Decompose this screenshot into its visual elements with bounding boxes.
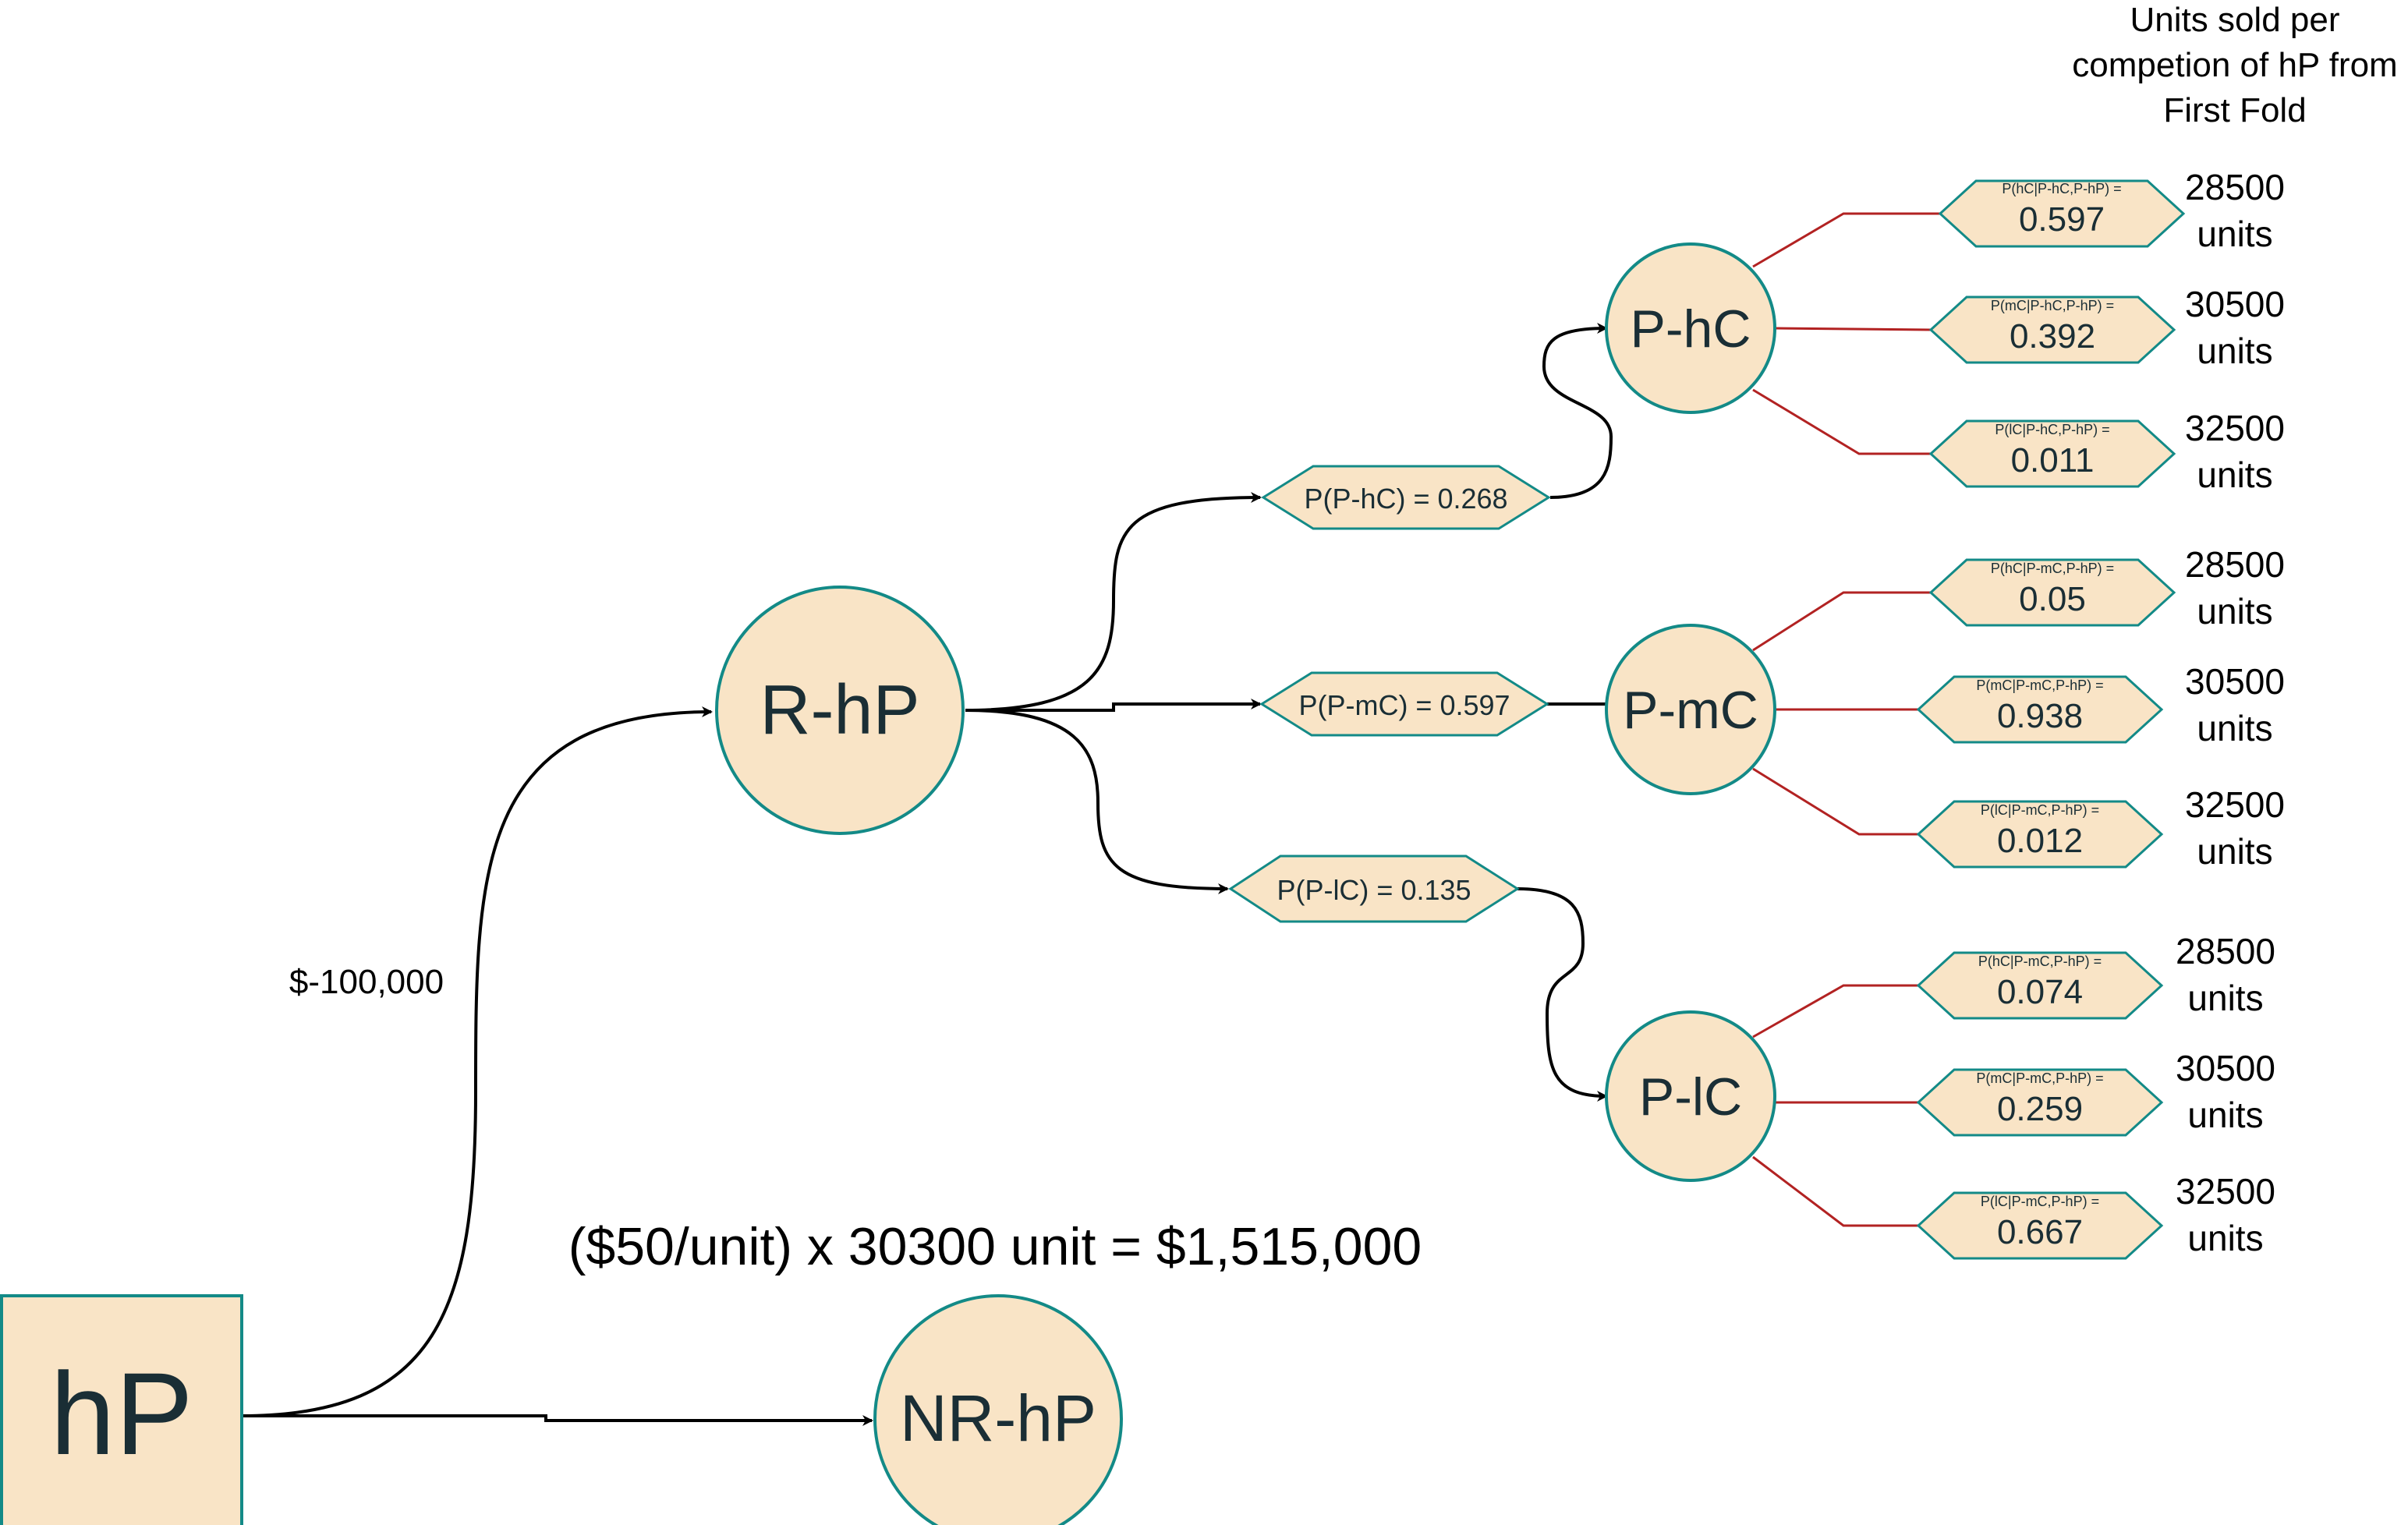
- outcome-value-PmC-3: 0.012: [1997, 822, 2083, 860]
- outcome-value-PhC-2: 0.392: [2010, 317, 2095, 356]
- edge-PhC-outcome-3: [1752, 388, 1931, 455]
- outcome-value-PmC-1: 0.05: [2019, 580, 2086, 618]
- edge-PlC-outcome-1: [1752, 984, 1918, 1038]
- node-NRhP-circle: [873, 1294, 1123, 1525]
- outcome-value-PhC-1: 0.597: [2019, 200, 2105, 239]
- header-note-line-1: Units sold per: [2130, 1, 2339, 39]
- outcome-value-PlC-3: 0.667: [1997, 1213, 2083, 1251]
- outcome-value-PhC-3: 0.011: [2011, 441, 2095, 479]
- outcome-hexagon-PlC-1: [1916, 951, 2164, 1020]
- node-PhC-circle: [1605, 242, 1776, 414]
- node-hP-label: hP: [50, 1348, 193, 1479]
- edge-PlC-prob-to-PlC: [1517, 887, 1608, 1102]
- outcome-hexagon-PhC-1: [1938, 179, 2186, 248]
- node-hP-box: [0, 1294, 243, 1525]
- outcome-hexagon-PhC-3: [1928, 419, 2176, 488]
- formula-text: ($50/unit) x 30300 unit = $1,515,000: [568, 1217, 1422, 1276]
- units-count-PmC-3: 32500: [2185, 784, 2285, 825]
- units-word-PhC-1: units: [2197, 214, 2272, 254]
- node-PlC-label: P-lC: [1639, 1067, 1742, 1127]
- prob-hexagon-PlC: [1228, 854, 1520, 923]
- node-RhP-label: R-hP: [760, 671, 919, 749]
- outcome-cond-label-PhC-3: P(lC|P-hC,P-hP) =: [1995, 422, 2109, 437]
- units-count-PlC-1: 28500: [2176, 931, 2275, 971]
- units-count-PhC-1: 28500: [2185, 167, 2285, 207]
- node-PmC-label: P-mC: [1623, 681, 1758, 740]
- units-word-PhC-3: units: [2197, 455, 2272, 495]
- prob-label-PlC: P(P-lC) = 0.135: [1277, 874, 1471, 906]
- outcome-cond-label-PmC-3: P(lC|P-mC,P-hP) =: [1981, 802, 2099, 818]
- outcome-cond-label-PlC-3: P(lC|P-mC,P-hP) =: [1981, 1194, 2099, 1209]
- units-count-PhC-2: 30500: [2185, 284, 2285, 324]
- outcome-hexagon-PmC-1: [1928, 558, 2176, 627]
- edge-PmC-outcome-3: [1752, 767, 1918, 836]
- prob-hexagon-PmC: [1259, 671, 1549, 737]
- outcome-cond-label-PmC-2: P(mC|P-mC,P-hP) =: [1976, 678, 2103, 693]
- outcome-value-PlC-2: 0.259: [1997, 1090, 2083, 1128]
- outcome-hexagon-PmC-2: [1916, 675, 2164, 744]
- edge-PhC-outcome-2: [1774, 327, 1932, 331]
- units-count-PlC-3: 32500: [2176, 1171, 2275, 1212]
- units-word-PmC-3: units: [2197, 831, 2272, 872]
- edge-RhP-to-PhC-prob: [965, 492, 1262, 712]
- outcome-cond-label-PhC-2: P(mC|P-hC,P-hP) =: [1991, 298, 2114, 313]
- prob-label-PhC: P(P-hC) = 0.268: [1304, 483, 1507, 515]
- outcome-cond-label-PhC-1: P(hC|P-hC,P-hP) =: [2002, 181, 2121, 196]
- units-word-PlC-1: units: [2187, 978, 2263, 1018]
- units-word-PlC-3: units: [2187, 1218, 2263, 1258]
- units-word-PmC-1: units: [2197, 591, 2272, 632]
- outcome-cond-label-PmC-1: P(hC|P-mC,P-hP) =: [1991, 561, 2114, 576]
- outcome-hexagon-PlC-2: [1916, 1068, 2164, 1137]
- node-PlC-circle: [1605, 1010, 1776, 1182]
- edge-PmC-outcome-1: [1752, 591, 1931, 652]
- prob-label-PmC: P(P-mC) = 0.597: [1298, 689, 1510, 721]
- outcome-hexagon-PhC-2: [1928, 295, 2176, 364]
- edge-hP-to-RhP: [241, 706, 713, 1417]
- units-word-PmC-2: units: [2197, 708, 2272, 748]
- node-RhP-circle: [715, 586, 965, 835]
- edge-PhC-outcome-1: [1752, 212, 1940, 268]
- units-count-PmC-2: 30500: [2185, 661, 2285, 702]
- edge-RhP-to-PlC-prob: [965, 709, 1229, 894]
- outcome-value-PmC-2: 0.938: [1997, 697, 2083, 735]
- outcome-cond-label-PlC-1: P(hC|P-mC,P-hP) =: [1978, 954, 2102, 969]
- edge-RhP-to-PmC-prob: [965, 699, 1262, 712]
- node-PhC-label: P-hC: [1631, 299, 1751, 359]
- cost-label: $-100,000: [289, 963, 444, 1001]
- edge-PlC-outcome-3: [1752, 1155, 1918, 1227]
- outcome-value-PlC-1: 0.074: [1997, 973, 2083, 1011]
- header-note-line-3: First Fold: [2163, 91, 2306, 129]
- node-PmC-circle: [1605, 624, 1776, 795]
- node-NRhP-label: NR-hP: [900, 1382, 1096, 1455]
- edge-PhC-prob-to-PhC: [1542, 323, 1613, 499]
- units-count-PlC-2: 30500: [2176, 1048, 2275, 1088]
- units-word-PhC-2: units: [2197, 331, 2272, 371]
- outcome-hexagon-PlC-3: [1916, 1191, 2164, 1260]
- units-word-PlC-2: units: [2187, 1095, 2263, 1135]
- units-count-PmC-1: 28500: [2185, 544, 2285, 585]
- units-count-PhC-3: 32500: [2185, 408, 2285, 448]
- outcome-hexagon-PmC-3: [1916, 800, 2164, 869]
- prob-hexagon-PhC: [1261, 465, 1551, 530]
- edge-hP-to-NRhP: [242, 1414, 873, 1426]
- header-note-line-2: competion of hP from: [2072, 46, 2397, 84]
- outcome-cond-label-PlC-2: P(mC|P-mC,P-hP) =: [1976, 1070, 2103, 1086]
